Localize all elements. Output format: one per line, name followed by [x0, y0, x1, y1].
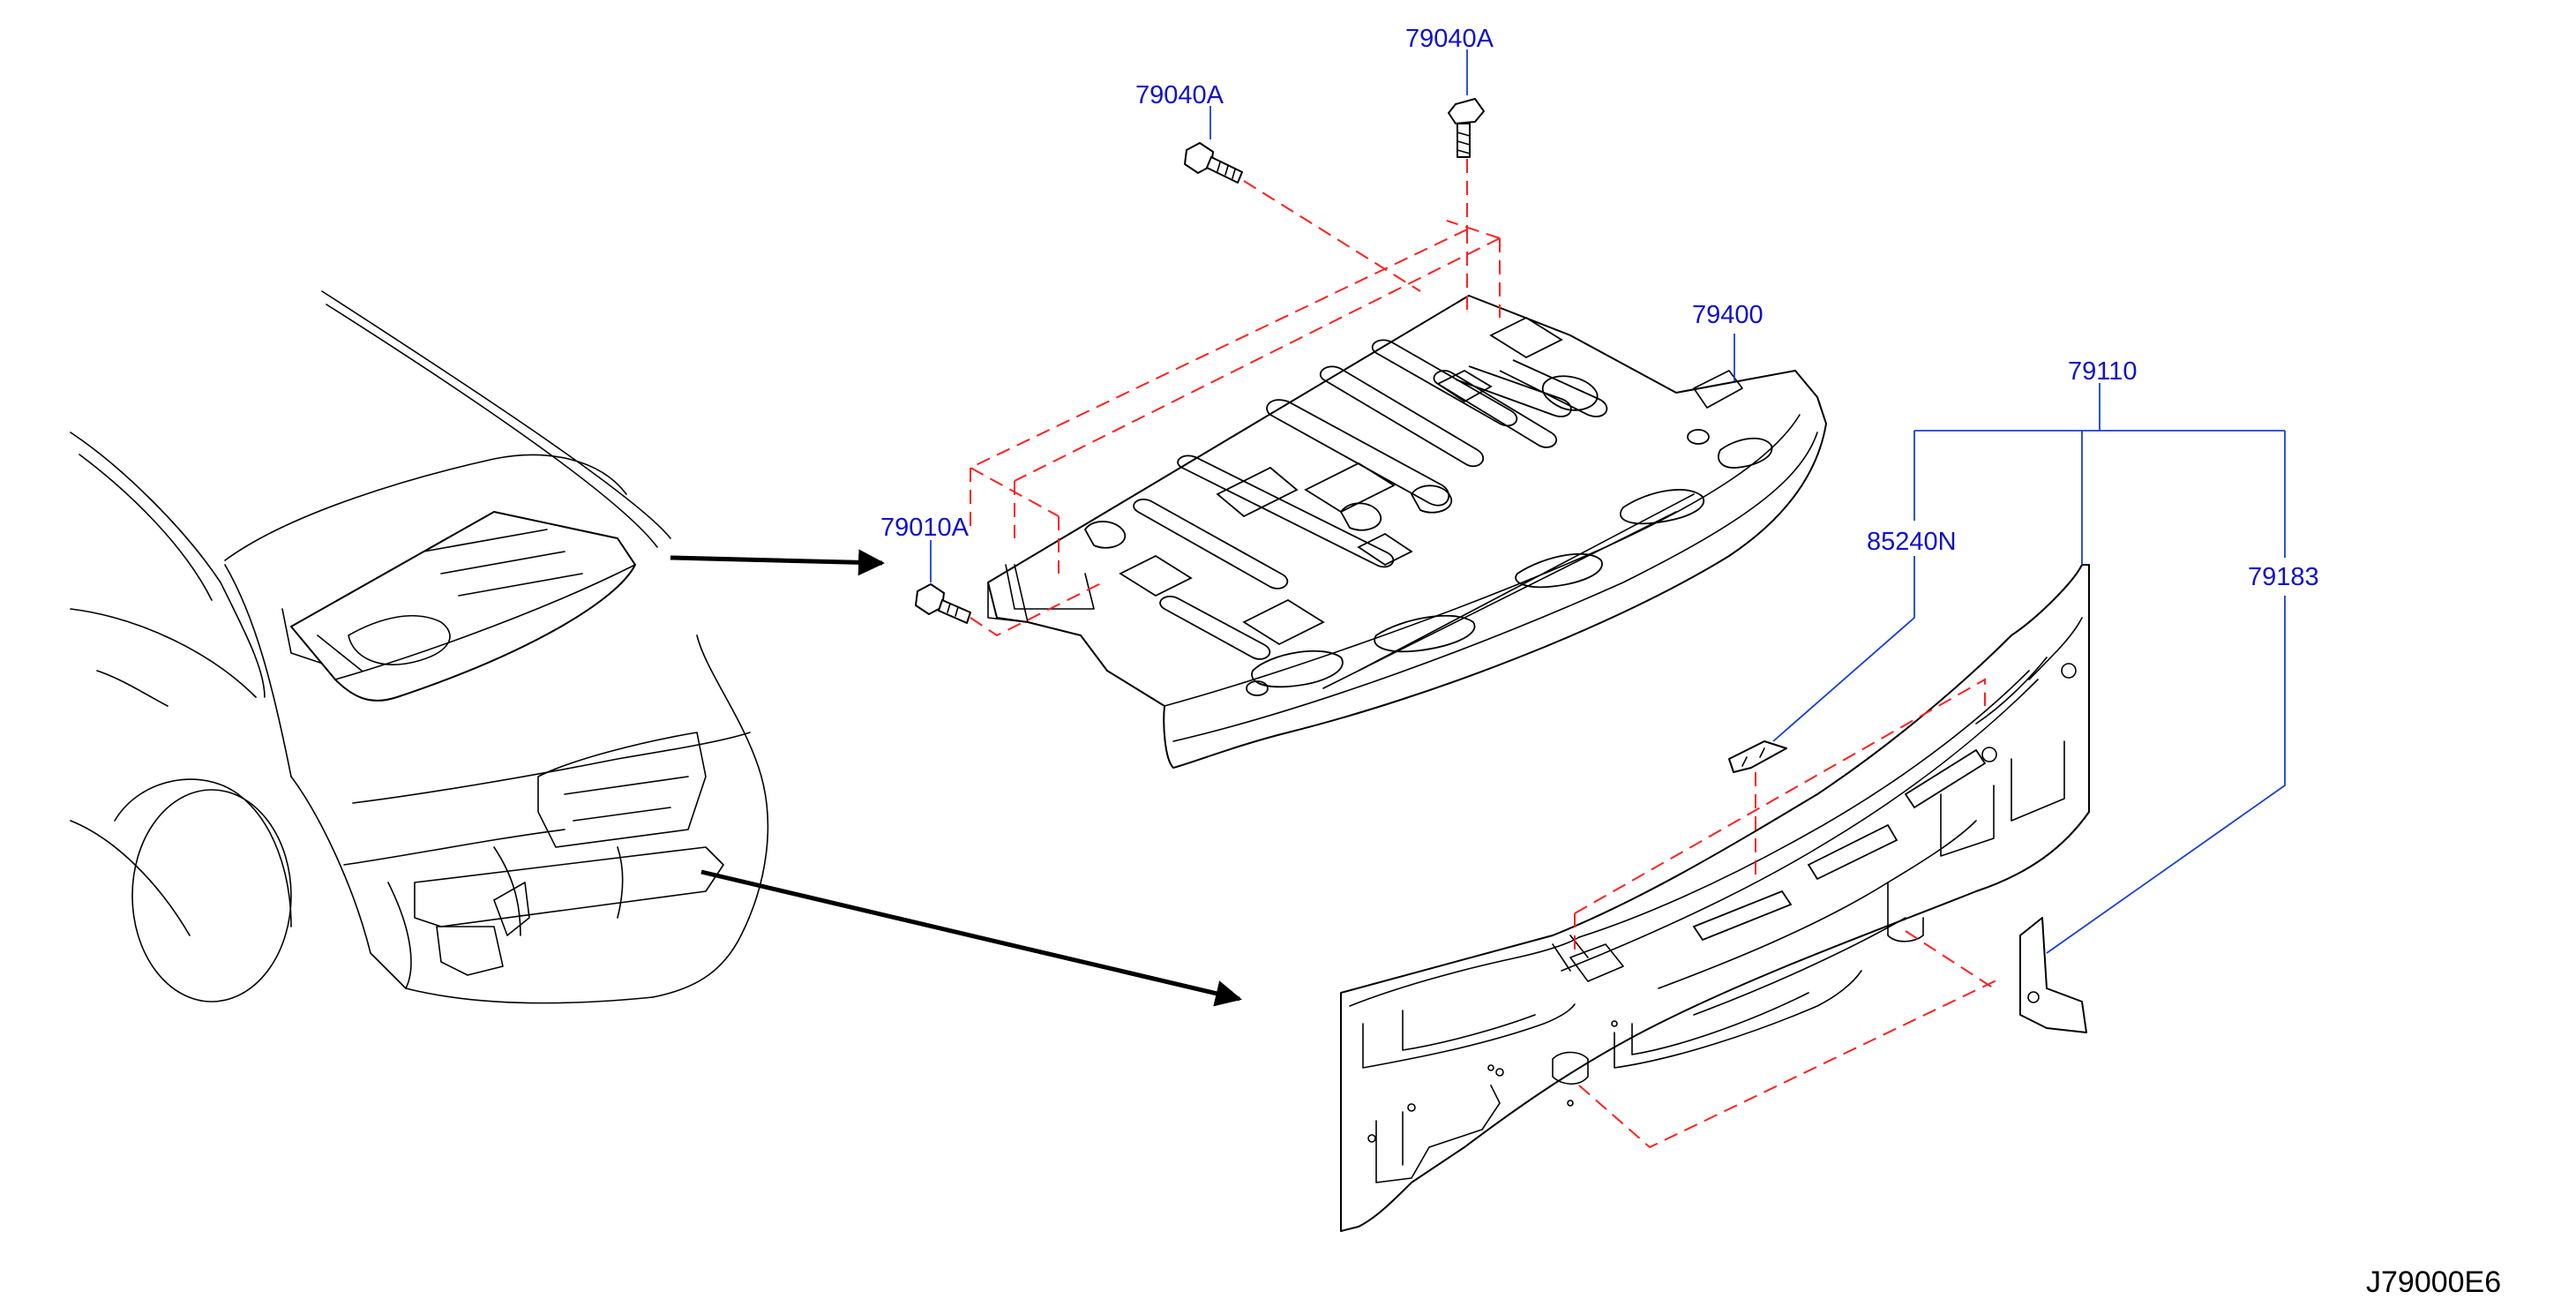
label-bolt-lower[interactable]: 79010A — [880, 514, 969, 542]
bolt-lower-icon — [915, 583, 971, 624]
parcel-shelf-drawing — [987, 295, 1827, 769]
arrow-to-panel — [700, 869, 1242, 1007]
leader-lines — [930, 49, 2286, 954]
side-bracket-icon — [2019, 917, 2087, 1033]
car-illustration — [70, 290, 769, 1004]
label-rear-panel[interactable]: 79110 — [2068, 357, 2138, 386]
bolt-left-icon — [1184, 142, 1243, 184]
arrow-to-shelf — [670, 549, 885, 576]
drawing-code: J79000E6 — [2366, 1265, 2502, 1299]
label-bolt-top[interactable]: 79040A — [1405, 25, 1494, 53]
label-bolt-left[interactable]: 79040A — [1135, 81, 1224, 109]
bolt-top-icon — [1448, 98, 1485, 158]
bracket-clip-icon — [1728, 740, 1787, 773]
rear-panel-drawing — [1340, 564, 2090, 1232]
label-side-bracket[interactable]: 79183 — [2248, 563, 2319, 591]
shelf-assembly-dashes — [968, 159, 1501, 637]
panel-assembly-dashes — [1574, 678, 1999, 1149]
label-bracket-clip[interactable]: 85240N — [1867, 528, 1957, 556]
label-parcel-shelf[interactable]: 79400 — [1692, 301, 1764, 329]
